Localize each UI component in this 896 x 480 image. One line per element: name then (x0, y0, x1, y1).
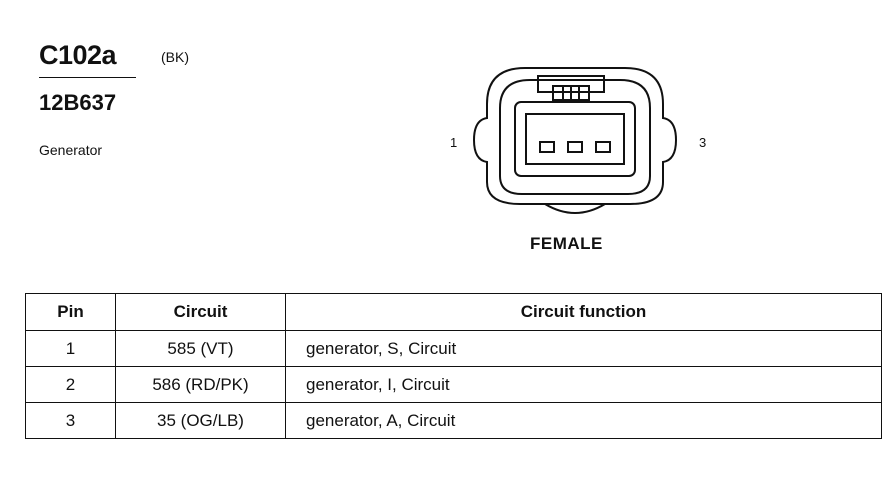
table-row: 1 585 (VT) generator, S, Circuit (25, 330, 882, 367)
connector-key (544, 203, 606, 214)
column-header-pin: Pin (25, 293, 116, 331)
pin-socket-2 (567, 141, 583, 153)
circuit-cell: 586 (RD/PK) (115, 366, 286, 403)
pin-socket-1 (539, 141, 555, 153)
pin-3-label: 3 (699, 135, 707, 150)
circuit-cell: 35 (OG/LB) (115, 402, 286, 439)
table-header-row: Pin Circuit Circuit function (25, 293, 882, 331)
connector-outer-housing (472, 67, 678, 205)
connector-color-code: (BK) (161, 49, 189, 65)
connector-face-diagram (472, 67, 678, 214)
connector-view-label: FEMALE (530, 234, 603, 253)
table-row: 2 586 (RD/PK) generator, I, Circuit (25, 366, 882, 403)
header-divider (39, 77, 136, 78)
pin-number-cell: 1 (25, 330, 116, 367)
circuit-function-cell: generator, A, Circuit (285, 402, 882, 439)
circuit-function-cell: generator, I, Circuit (285, 366, 882, 403)
pin-socket-3 (595, 141, 611, 153)
pin-1-label: 1 (450, 135, 458, 150)
column-header-function: Circuit function (285, 293, 882, 331)
circuit-function-cell: generator, S, Circuit (285, 330, 882, 367)
pin-number-cell: 2 (25, 366, 116, 403)
connector-id: C102a (39, 40, 117, 70)
component-name: Generator (39, 142, 103, 158)
circuit-cell: 585 (VT) (115, 330, 286, 367)
table-row: 3 35 (OG/LB) generator, A, Circuit (25, 402, 882, 439)
pin-number-cell: 3 (25, 402, 116, 439)
connector-inner-housing (499, 79, 651, 195)
pinout-table: Pin Circuit Circuit function 1 585 (VT) … (25, 293, 882, 439)
terminal-block (514, 101, 636, 177)
part-number: 12B637 (39, 90, 117, 115)
connector-header: C102a (BK) 12B637 Generator (39, 38, 189, 158)
column-header-circuit: Circuit (115, 293, 286, 331)
